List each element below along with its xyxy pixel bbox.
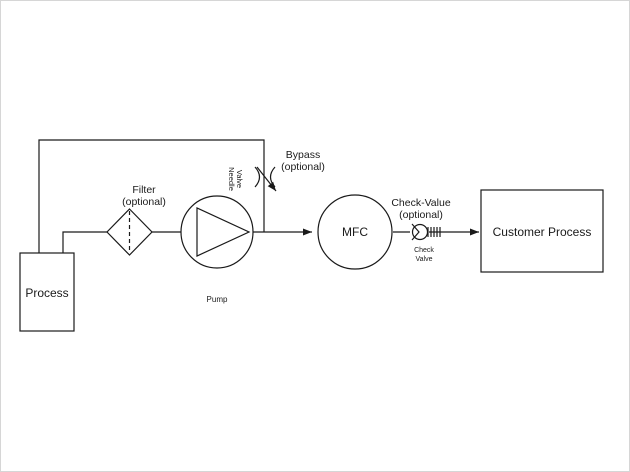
customer-process-box xyxy=(480,189,604,273)
process-to-filter-line xyxy=(62,231,107,253)
check-valve-label-line2: Valve xyxy=(416,256,433,263)
process-label: Process xyxy=(25,286,68,300)
bypass-title: Bypass xyxy=(286,149,320,161)
needle-valve-label-line2: Valve xyxy=(235,170,244,188)
check-valve-seat xyxy=(411,223,420,241)
pump-triangle xyxy=(196,207,251,257)
check-value-subtitle: (optional) xyxy=(399,209,443,221)
check-valve-spring xyxy=(427,227,441,237)
pump-label: Pump xyxy=(207,295,228,304)
mfc-circle xyxy=(317,194,393,270)
bypass-line xyxy=(38,139,265,253)
needle-valve-arrow xyxy=(256,166,277,192)
filter-subtitle: (optional) xyxy=(122,196,166,208)
customer-process-label: Customer Process xyxy=(493,225,592,239)
check-value-title: Check-Value xyxy=(391,197,450,209)
check-valve-label-line1: Check xyxy=(414,247,434,254)
filter-title: Filter xyxy=(132,184,156,196)
mfc-label: MFC xyxy=(342,225,368,239)
needle-valve-label-line1: Needle xyxy=(227,167,236,191)
needle-valve-left-arc xyxy=(254,166,261,188)
bypass-subtitle: (optional) xyxy=(281,161,325,173)
process-box xyxy=(19,252,75,332)
